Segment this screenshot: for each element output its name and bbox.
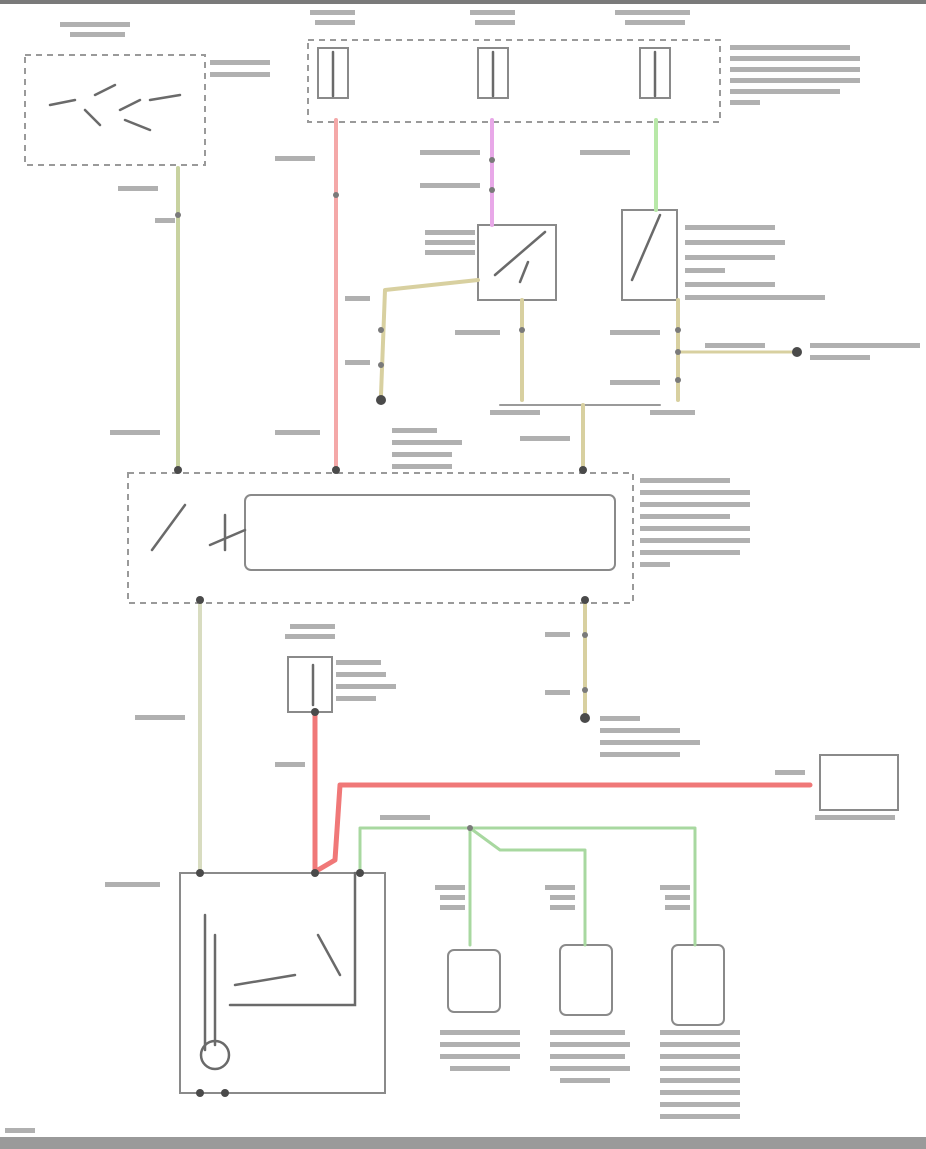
fuse-block-top — [307, 39, 721, 123]
solenoid-2 — [559, 944, 613, 1016]
top-border — [0, 0, 926, 4]
bottom-border — [0, 1137, 926, 1149]
starter-relay-box — [819, 754, 899, 811]
wire-tan-splice — [499, 403, 661, 472]
label-placeholders — [5, 10, 920, 1133]
fuse-block-middle — [287, 656, 333, 713]
transmission-switch-box — [621, 209, 678, 301]
wire-red — [312, 709, 813, 876]
solenoid-1 — [447, 949, 501, 1013]
control-module-box — [127, 472, 634, 604]
wire-tan-brake-ground — [379, 278, 480, 397]
solenoid-3 — [671, 944, 725, 1026]
starter-assembly-box — [179, 871, 386, 1094]
ignition-switch-box — [24, 54, 206, 166]
connectors — [174, 157, 681, 1097]
wire-green-white — [358, 826, 697, 947]
ground-symbol — [376, 347, 802, 723]
wire-tan-trans-out — [676, 298, 797, 402]
brake-switch-box — [477, 224, 557, 301]
